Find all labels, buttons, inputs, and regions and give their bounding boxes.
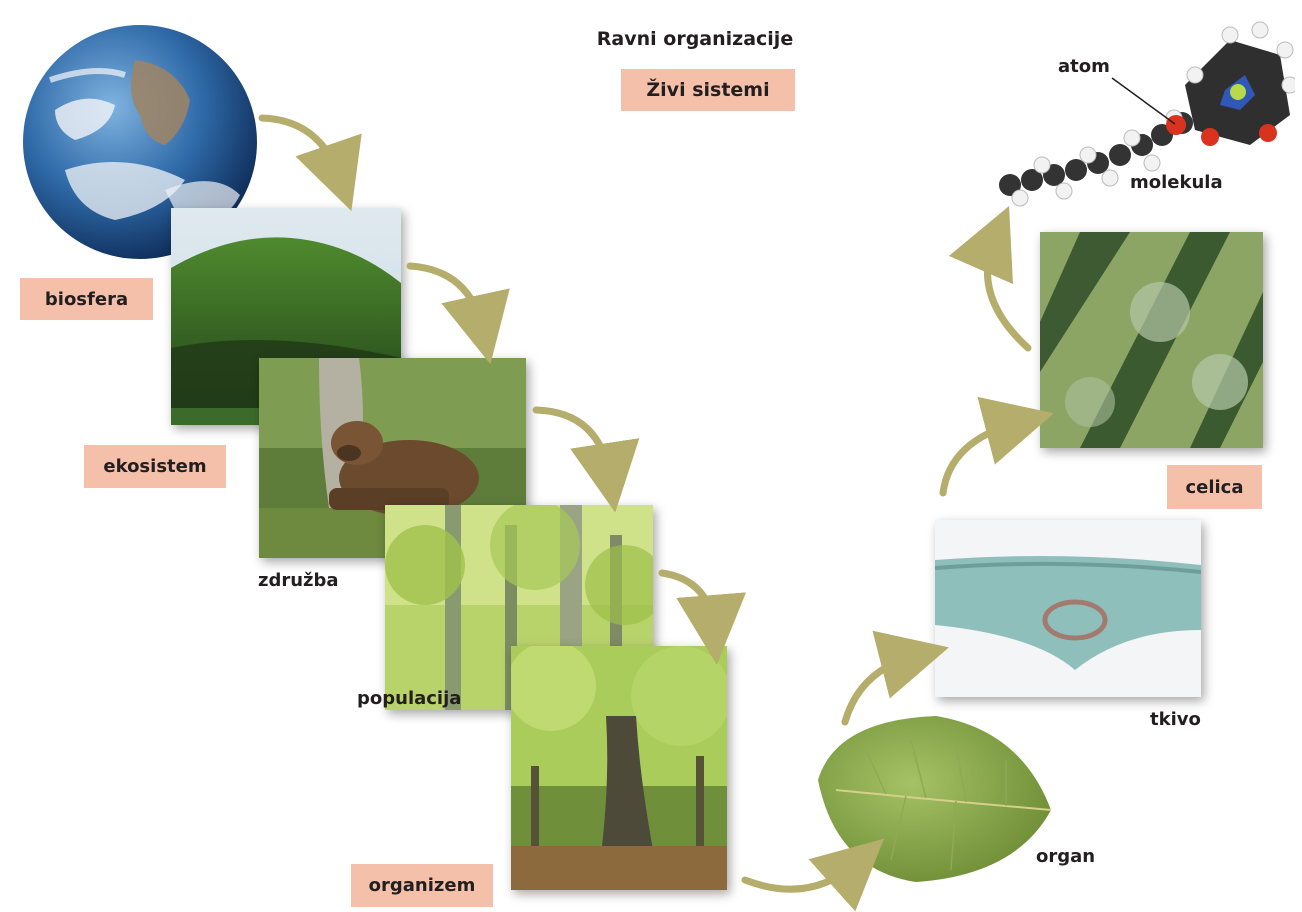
label-populacija: populacija [357,688,461,709]
label-celica: celica [1167,465,1262,509]
label-organ: organ [1036,846,1095,867]
arrow-populacija-organizem [662,573,714,630]
label-biosfera: biosfera [20,278,153,320]
arrow-ekosistem-zdruzba [410,266,483,330]
label-zdruzba: združba [258,570,339,591]
arrow-zdruzba-populacija [536,410,610,478]
label-molekula: molekula [1130,172,1223,193]
arrow-biosfera-ekosistem [262,118,340,178]
arrow-tkivo-celica [943,422,1020,493]
label-ekosistem: ekosistem [84,445,226,488]
arrow-organizem-organ [745,862,858,889]
label-tkivo: tkivo [1150,709,1201,730]
arrow-organ-tkivo [845,656,915,722]
label-organizem: organizem [351,864,493,907]
arrow-celica-molekula [987,238,1028,348]
atom-pointer-line [1112,78,1175,124]
label-atom: atom [1058,56,1110,77]
